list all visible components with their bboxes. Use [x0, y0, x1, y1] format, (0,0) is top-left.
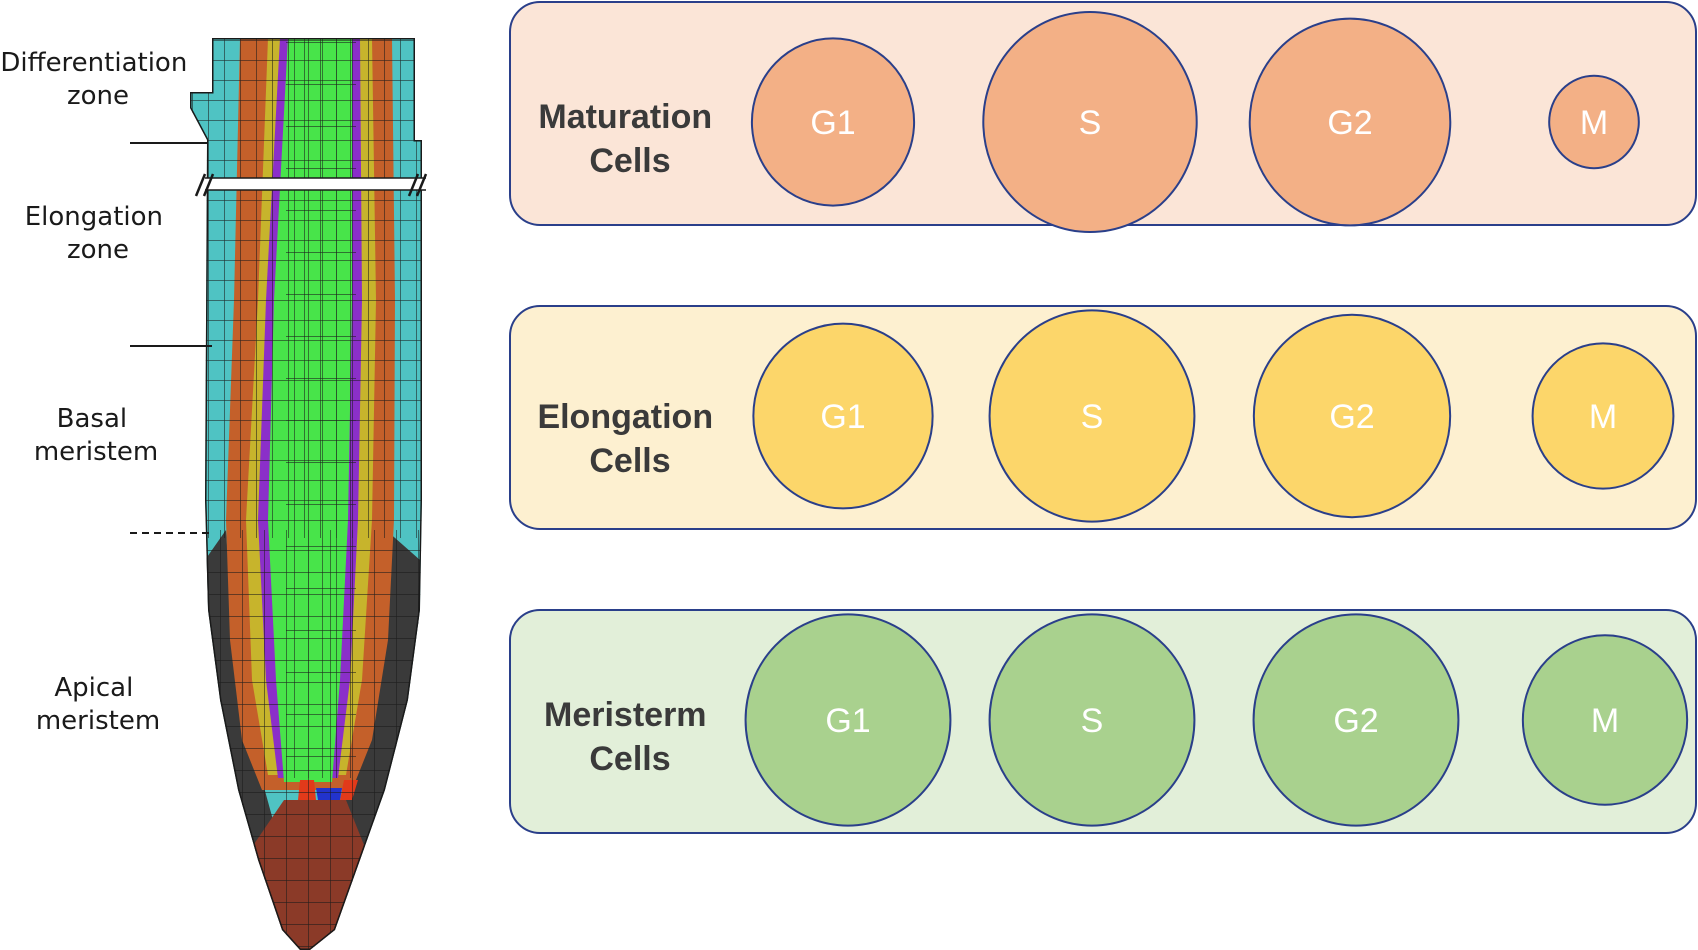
phase-label: G2 — [1333, 702, 1378, 740]
zone-label-differentiation: Differentiation zone — [0, 48, 195, 111]
phase-label: M — [1591, 702, 1619, 740]
phase-g2-cell: G2 — [1252, 613, 1460, 827]
row-title: Meristerm Cells — [544, 696, 716, 778]
phase-s-cell: S — [982, 11, 1198, 233]
maturation-cells-panel: Maturation Cells G1 S G2 M — [509, 1, 1697, 233]
phase-label: S — [1081, 702, 1104, 740]
phase-label: G1 — [825, 702, 870, 740]
phase-circle — [750, 37, 916, 207]
root-break — [194, 173, 430, 197]
phase-s-cell: S — [988, 309, 1196, 523]
phase-g2-cell: G2 — [1252, 313, 1452, 519]
cell-wall-texture — [200, 530, 422, 950]
phase-label: S — [1081, 398, 1104, 436]
phase-label: G2 — [1327, 104, 1372, 142]
phase-circle — [988, 309, 1196, 523]
meristerm-cells-panel: Meristerm Cells G1 S G2 M — [509, 609, 1697, 834]
phase-circle — [982, 11, 1198, 233]
phase-circle — [1248, 17, 1452, 227]
phase-label: G1 — [820, 398, 865, 436]
phase-label: M — [1580, 104, 1608, 142]
phase-m-cell: M — [1531, 342, 1675, 490]
phase-s-cell: S — [988, 613, 1196, 827]
zone-label-apical-meristem: Apical meristem — [36, 673, 160, 736]
zone-label-basal-meristem: Basal meristem — [34, 404, 158, 467]
elongation-cells-panel: Elongation Cells G1 S G2 M — [509, 305, 1697, 530]
phase-g2-cell: G2 — [1248, 17, 1452, 227]
phase-g1-cell: G1 — [752, 322, 934, 510]
phase-circle — [988, 613, 1196, 827]
phase-m-cell: M — [1548, 74, 1640, 170]
phase-circle — [752, 322, 934, 510]
phase-m-cell: M — [1521, 634, 1689, 806]
phase-circle — [1252, 313, 1452, 519]
phase-g1-cell: G1 — [750, 37, 916, 207]
phase-label: G2 — [1329, 398, 1374, 436]
phase-circle — [1548, 74, 1640, 170]
phase-circle — [744, 613, 952, 827]
phase-label: M — [1589, 398, 1617, 436]
zone-label-elongation: Elongation zone — [25, 202, 172, 265]
phase-g1-cell: G1 — [744, 613, 952, 827]
phase-label: G1 — [810, 104, 855, 142]
phase-circle — [1531, 342, 1675, 490]
root-illustration — [190, 38, 422, 950]
row-title: Maturation Cells — [538, 98, 721, 180]
phase-circle — [1252, 613, 1460, 827]
phase-circle — [1521, 634, 1689, 806]
row-title: Elongation Cells — [537, 398, 722, 480]
phase-label: S — [1079, 104, 1102, 142]
